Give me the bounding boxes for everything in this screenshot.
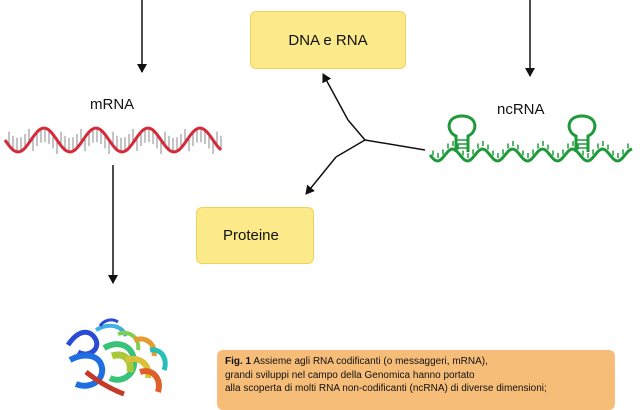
proteine-box: Proteine (196, 207, 314, 264)
mrna-strand (3, 126, 223, 154)
dna-rna-box: DNA e RNA (250, 11, 406, 69)
mrna-label: mRNA (90, 96, 135, 113)
caption-line-1: Assieme agli RNA codificanti (o messagge… (253, 356, 488, 367)
ncrna-hairpin (447, 114, 477, 152)
ncrna-label: ncRNA (497, 101, 545, 118)
diagram: DNA e RNA Proteine mRNA ncRNA Fig. 1 Ass… (3, 0, 633, 410)
caption-fig-label: Fig. 1 (225, 356, 252, 367)
protein-structure-image (65, 318, 168, 397)
proteine-label: Proteine (223, 227, 279, 244)
caption-line-2: grandi sviluppi nel campo della Genomica… (225, 369, 475, 381)
ncrna-strand (428, 114, 633, 163)
branch-arrows (305, 73, 426, 195)
caption-line-3: alla scoperta di molti RNA non-codifican… (225, 383, 547, 394)
diagram-graphics (3, 0, 633, 397)
dna-rna-label: DNA e RNA (288, 31, 368, 49)
ncrna-backbone (428, 147, 633, 163)
mrna-backbone (3, 126, 223, 154)
figure-caption: Fig. 1 Assieme agli RNA codificanti (o m… (217, 350, 615, 410)
ncrna-hairpin (567, 114, 597, 152)
